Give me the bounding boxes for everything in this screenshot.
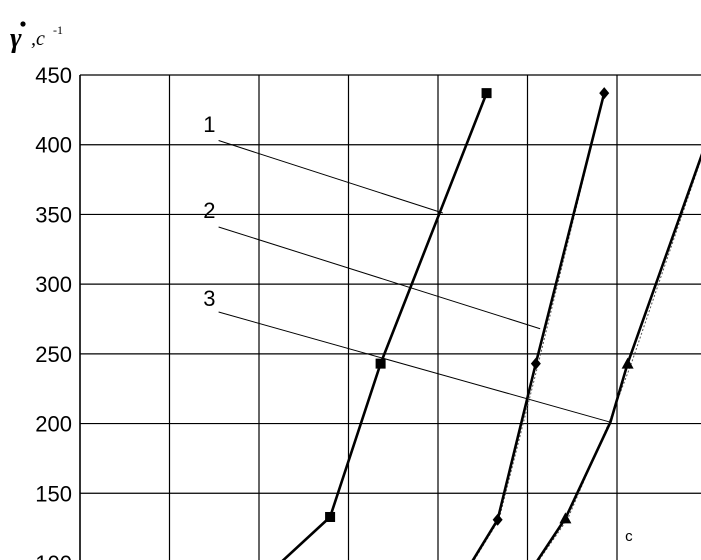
marker-triangle [559, 512, 572, 524]
y-tick-label: 300 [35, 272, 72, 297]
series-line-1 [281, 92, 488, 560]
series-lines [281, 92, 701, 560]
marker-triangle [621, 357, 634, 369]
annotation-label-3: 3 [203, 286, 215, 311]
y-axis-symbol: γ [10, 23, 22, 54]
y-tick-label: 100 [35, 551, 72, 560]
y-axis-unit: ,c [31, 28, 45, 50]
y-tick-label: 250 [35, 342, 72, 367]
marker-square [325, 511, 336, 522]
annotation-label-2: 2 [203, 198, 215, 223]
series-line-3 [536, 153, 701, 560]
leader-line-1 [218, 140, 443, 214]
leader-line-3 [218, 311, 611, 423]
y-tick-label: 200 [35, 412, 72, 437]
y-tick-label: 400 [35, 133, 72, 158]
dotted-curve-2 [538, 158, 701, 560]
marker-diamond [599, 87, 610, 100]
y-axis-unit-exponent: -1 [53, 23, 63, 37]
annotations: 123dc [203, 112, 633, 545]
marker-square [375, 358, 386, 369]
y-tick-labels: 100 150 200 250 300 350 400 450 [35, 63, 72, 560]
point-label-c: c [625, 528, 633, 545]
y-tick-label: 150 [35, 481, 72, 506]
y-tick-label: 450 [35, 63, 72, 88]
gamma-dot-mark [20, 21, 26, 27]
y-tick-label: 350 [35, 202, 72, 227]
annotation-label-1: 1 [203, 112, 215, 137]
marker-square [481, 88, 492, 99]
marker-diamond [530, 357, 541, 370]
leader-line-2 [218, 226, 541, 330]
dotted-curve-1 [473, 92, 605, 560]
marker-diamond [492, 513, 503, 526]
y-axis-label: γ ,c -1 [10, 21, 63, 54]
series-markers [325, 87, 634, 526]
grid [79, 74, 701, 560]
series-line-2 [471, 92, 606, 560]
